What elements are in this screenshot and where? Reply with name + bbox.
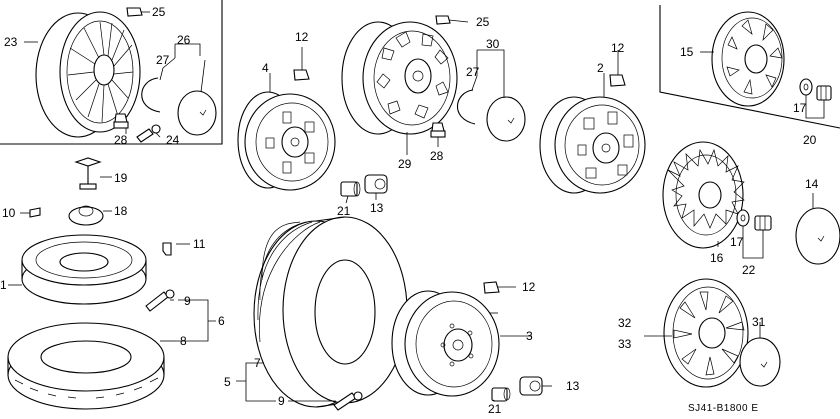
callout-27-mid: 27 <box>466 65 480 79</box>
callout-20: 20 <box>803 133 817 147</box>
callout-27-left: 27 <box>156 53 170 67</box>
callout-7: 7 <box>254 356 261 370</box>
wheel-nut-21-upper <box>340 181 361 197</box>
callout-1: 1 <box>0 278 7 292</box>
callout-32: 32 <box>618 316 632 330</box>
snap-ring-27-mid <box>456 89 476 125</box>
callout-3: 3 <box>526 329 533 343</box>
panel-border-left <box>0 0 223 145</box>
callout-5: 5 <box>224 375 231 389</box>
callout-17-bottom: 17 <box>730 235 744 249</box>
callout-12-top: 12 <box>295 30 309 44</box>
steel-wheel-4 <box>237 91 336 191</box>
leader-lines <box>8 11 825 402</box>
wheel-nut-28-left <box>113 113 129 129</box>
callout-labels: 23 25 26 27 28 24 4 12 25 30 27 28 29 21… <box>0 5 819 416</box>
center-cap-31 <box>739 337 781 387</box>
clip-25-mid <box>435 15 451 25</box>
wheel-nut-20 <box>816 85 832 101</box>
callout-17-top: 17 <box>793 101 807 115</box>
callout-10: 10 <box>2 206 16 220</box>
valve-9-bottom <box>333 391 363 411</box>
center-cap-14 <box>795 207 840 265</box>
callout-13-lower: 13 <box>566 379 580 393</box>
callout-26: 26 <box>177 33 191 47</box>
callout-9-bottom: 9 <box>278 394 285 408</box>
label-10 <box>29 207 41 218</box>
callout-30: 30 <box>486 37 500 51</box>
clip-12-top <box>293 69 310 81</box>
clip-12-right <box>609 74 626 87</box>
center-cap-26 <box>177 90 217 136</box>
callout-23: 23 <box>4 35 18 49</box>
callout-28-mid: 28 <box>430 149 444 163</box>
callout-31: 31 <box>752 315 766 329</box>
wheel-cover-16 <box>662 141 745 249</box>
callout-15: 15 <box>680 45 694 59</box>
wing-nut-18 <box>68 205 104 226</box>
callout-25-left: 25 <box>152 5 166 19</box>
steel-wheel-3 <box>391 290 500 397</box>
clip-25-left <box>126 7 143 17</box>
callout-21-lower: 21 <box>488 402 502 416</box>
center-cap-30 <box>486 96 526 142</box>
callout-2: 2 <box>597 61 604 75</box>
wheel-nut-21-lower <box>491 387 511 402</box>
callout-12-right: 12 <box>611 41 625 55</box>
callout-4: 4 <box>262 61 269 75</box>
wheel-nut-28-mid <box>430 122 446 138</box>
callout-12-bottom: 12 <box>522 280 536 294</box>
wheel-cover-32 <box>663 278 749 388</box>
snap-ring-27-left <box>141 77 161 113</box>
callout-21-upper: 21 <box>337 204 351 218</box>
tire-7 <box>253 216 408 408</box>
cap-nut-13-lower <box>519 376 543 396</box>
callout-24: 24 <box>166 133 180 147</box>
callout-8: 8 <box>180 334 187 348</box>
callout-16: 16 <box>710 251 724 265</box>
callout-18: 18 <box>114 204 128 218</box>
wheel-cover-15 <box>711 11 785 107</box>
bolt-19 <box>74 157 102 190</box>
callout-25-mid: 25 <box>476 15 490 29</box>
alloy-wheel-29 <box>341 21 458 135</box>
callout-6: 6 <box>218 314 225 328</box>
callout-11: 11 <box>193 237 206 251</box>
steel-wheel-2 <box>539 96 646 194</box>
callout-19: 19 <box>114 171 128 185</box>
clip-12-bottom <box>483 281 500 294</box>
callout-22: 22 <box>742 263 756 277</box>
panel-border-right <box>659 5 840 129</box>
diagram-code: SJ41-B1800 E <box>688 403 759 414</box>
callout-14: 14 <box>805 177 819 191</box>
wheel-nut-22 <box>754 215 772 231</box>
callout-33: 33 <box>618 337 632 351</box>
valve-9-left <box>145 289 175 312</box>
washer-17-top <box>799 78 813 96</box>
callout-9-left: 9 <box>184 294 191 308</box>
spare-tire-8 <box>7 322 165 410</box>
alloy-wheel-23 <box>35 11 141 138</box>
spare-wheel-1 <box>21 234 147 305</box>
label-11 <box>162 242 172 256</box>
cap-nut-13-upper <box>364 174 388 194</box>
callout-28-left: 28 <box>114 133 128 147</box>
callout-29: 29 <box>398 157 412 171</box>
washer-17-bottom <box>736 209 750 227</box>
callout-13-upper: 13 <box>370 201 384 215</box>
